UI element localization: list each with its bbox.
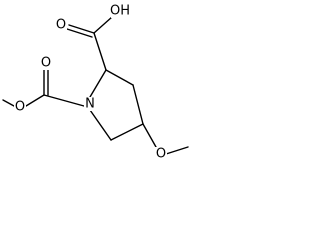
bond-n-c2 — [89, 69, 107, 98]
carbamate-carbonyl-o-label: O — [41, 56, 51, 71]
label-carbamate-o: O — [40, 56, 52, 71]
nitrogen-label: N — [85, 97, 95, 112]
bond-cooh-double-o-b — [66, 28, 93, 38]
bond-cooh-double-o-a — [68, 24, 95, 34]
bond-c4-c5 — [110, 123, 144, 141]
label-oh: OH — [110, 4, 130, 19]
bond-cooh-oh — [93, 16, 113, 34]
bond-c2-c3 — [105, 69, 134, 86]
bond-n-carbamate-c — [43, 94, 85, 107]
bond-c3-c4 — [132, 84, 144, 125]
label-ester-o: O — [14, 100, 26, 115]
bond-ester-o-methyl — [2, 99, 15, 107]
label-carboxyl-o: O — [56, 18, 67, 33]
bond-c2-cooh — [93, 32, 107, 71]
bond-c5-n — [89, 109, 112, 141]
bond-carbamate-ester-o — [25, 94, 45, 107]
carbamate-ester-o-label: O — [15, 100, 25, 115]
carboxyl-o-label: O — [56, 18, 66, 33]
label-methoxy-o: O — [155, 147, 167, 162]
bond-c4-methoxy-o — [142, 123, 157, 148]
methoxy-o-label: O — [156, 147, 166, 162]
bond-methoxy-o-methyl — [165, 146, 189, 155]
label-n: N — [84, 97, 96, 112]
oh-label: OH — [110, 4, 130, 19]
molecule-structure: OH O N O O O — [2, 4, 189, 162]
